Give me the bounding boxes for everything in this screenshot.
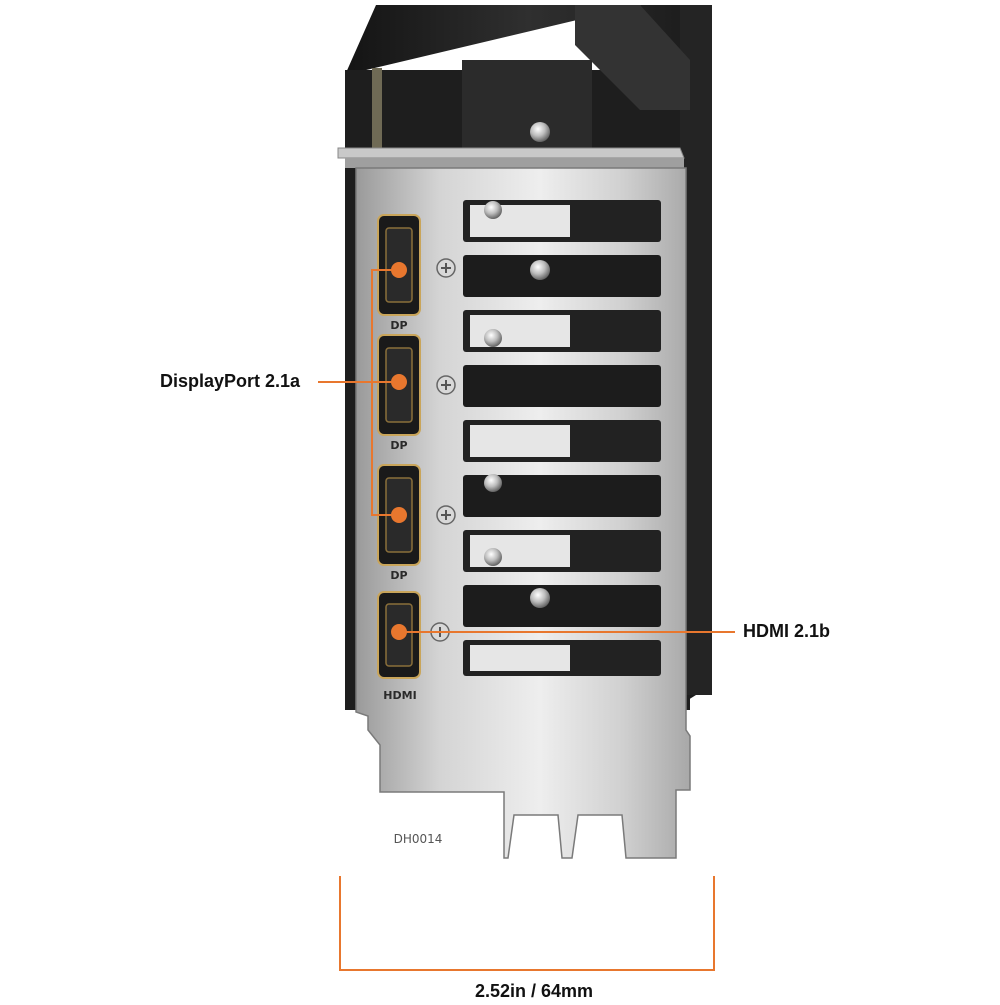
- screw-icon: [436, 505, 456, 525]
- dp-marker: [391, 374, 407, 390]
- dp-port-label: DP: [390, 569, 407, 582]
- displayport-port-icon: DP: [377, 334, 421, 452]
- dimension-label: 2.52in / 64mm: [474, 981, 594, 1001]
- vent-slots: [463, 200, 661, 676]
- dp-marker: [391, 262, 407, 278]
- dp-marker: [391, 507, 407, 523]
- screw-icon: [436, 375, 456, 395]
- bracket-code: DH0014: [394, 832, 443, 846]
- dimension-bracket: [339, 876, 715, 971]
- dp-port-label: DP: [390, 439, 407, 452]
- hdmi-callout-label: HDMI 2.1b: [743, 621, 831, 641]
- hdmi-port-label: HDMI: [383, 689, 416, 702]
- bracket-top-lip: [337, 147, 685, 168]
- hdmi-callout-line: [391, 624, 735, 640]
- displayport-port-icon: DP: [377, 464, 421, 582]
- dp-port-label: DP: [390, 319, 407, 332]
- screw-icon: [436, 258, 456, 278]
- displayport-callout-label: DisplayPort 2.1a: [160, 371, 301, 391]
